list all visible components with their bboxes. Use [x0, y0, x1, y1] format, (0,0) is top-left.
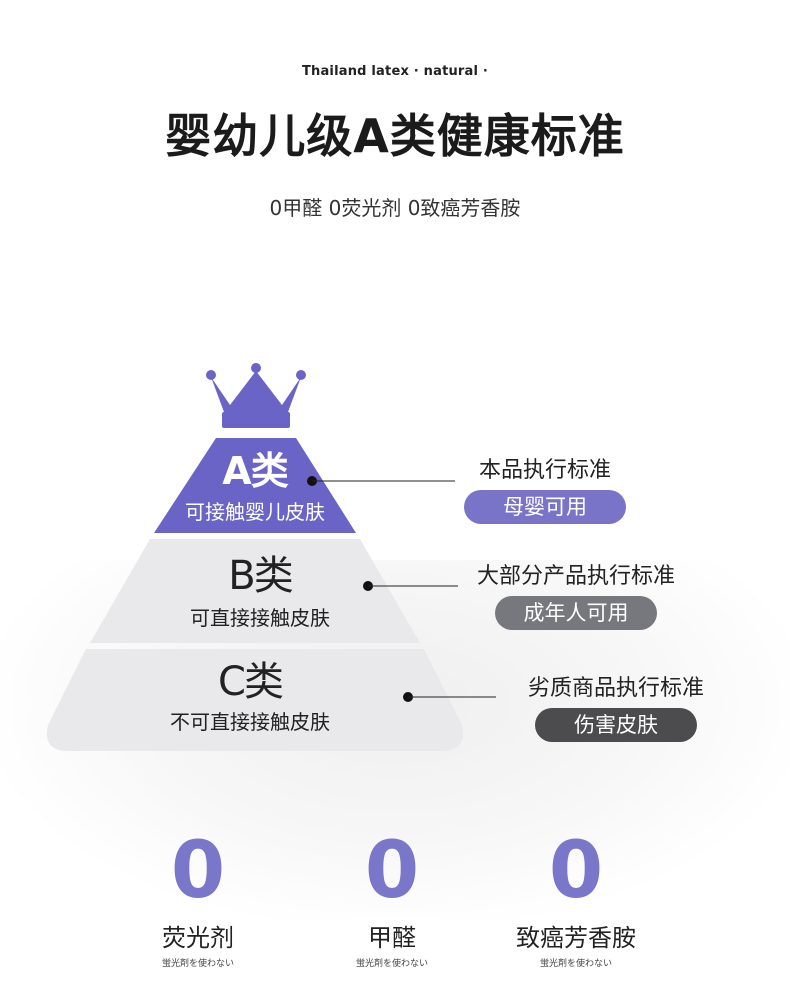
- zero-label: 荧光剂: [162, 924, 234, 952]
- tier-c-standard: 劣质商品执行标准 伤害皮肤: [510, 670, 722, 742]
- zero-note: 蛍光剤を使わない: [539, 959, 612, 969]
- tier-c-standard-title: 劣质商品执行标准: [527, 676, 704, 701]
- tier-b-shape: [90, 539, 420, 643]
- tier-b-usage-badge: 成年人可用: [495, 596, 657, 630]
- grade-pyramid: [46, 363, 496, 751]
- zero-value: 0: [548, 826, 604, 916]
- tagline: Thailand latex · natural ·: [301, 64, 489, 79]
- zero-note: 蛍光剤を使わない: [161, 959, 234, 969]
- tier-a-standard: 本品执行标准 母婴可用: [455, 452, 635, 524]
- tier-b-standard: 大部分产品执行标准 成年人可用: [458, 558, 694, 630]
- page-title: 婴幼儿级A类健康标准: [165, 109, 625, 163]
- page-subtitle: 0甲醛 0荧光剂 0致癌芳香胺: [269, 196, 521, 220]
- connector-b: [363, 581, 458, 591]
- tier-a-usage-badge: 母婴可用: [464, 490, 626, 524]
- zero-value: 0: [170, 826, 226, 916]
- tier-c-label: C类 不可直接接触皮肤: [70, 662, 430, 735]
- connector-c: [403, 692, 496, 702]
- zero-label: 甲醛: [368, 924, 416, 952]
- tier-b-desc: 可直接接触皮肤: [190, 606, 330, 630]
- zero-value: 0: [364, 826, 420, 916]
- tier-c-usage-badge: 伤害皮肤: [535, 708, 697, 742]
- connector-a: [307, 476, 455, 486]
- tier-a-label: A类 可接触婴儿皮肤: [145, 452, 365, 525]
- tier-c-grade: C类: [218, 659, 284, 705]
- tier-b-label: B类 可直接接触皮肤: [110, 556, 410, 631]
- zero-formaldehyde: 0 甲醛 蛍光剤を使わない: [292, 832, 492, 969]
- zero-note: 蛍光剤を使わない: [355, 959, 428, 969]
- tier-a-desc: 可接触婴儿皮肤: [185, 500, 325, 524]
- tier-b-standard-title: 大部分产品执行标准: [476, 564, 675, 589]
- tier-c-desc: 不可直接接触皮肤: [170, 710, 330, 734]
- zero-carcinogenic-amine: 0 致癌芳香胺 蛍光剤を使わない: [476, 832, 676, 969]
- tier-a-standard-title: 本品执行标准: [478, 458, 611, 483]
- zero-fluorescent: 0 荧光剂 蛍光剤を使わない: [98, 832, 298, 969]
- tier-a-grade: A类: [222, 449, 288, 493]
- tier-c-shape: [46, 649, 464, 751]
- zero-label: 致癌芳香胺: [516, 924, 636, 952]
- crown-icon: [206, 363, 306, 428]
- tier-b-grade: B类: [228, 553, 293, 599]
- tier-a-shape: [154, 438, 356, 533]
